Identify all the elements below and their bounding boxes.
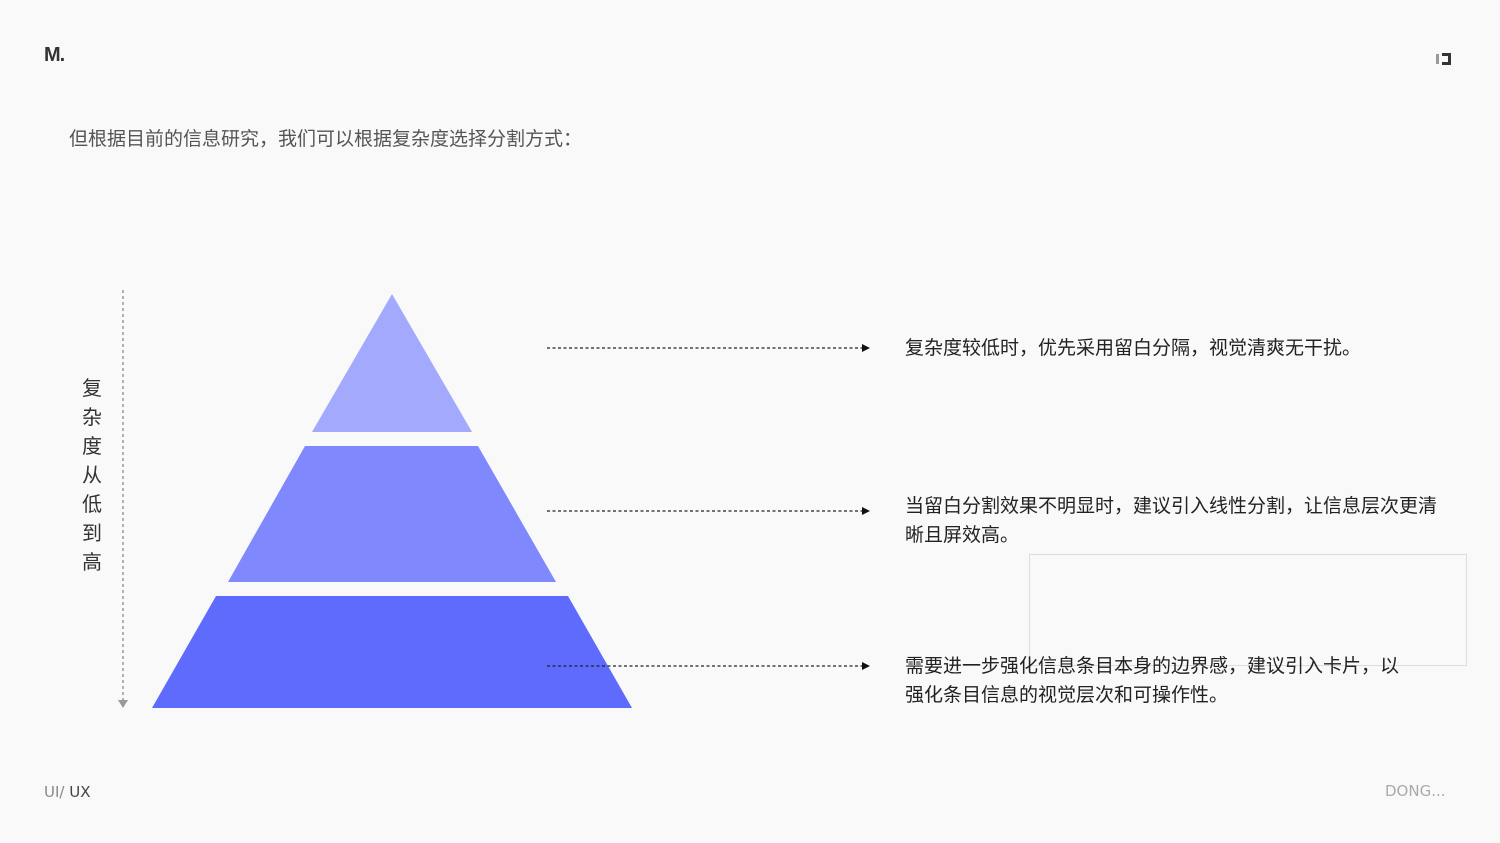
pyramid-tier-high [152,596,632,708]
tier-description-low: 复杂度较低时，优先采用留白分隔，视觉清爽无干扰。 [905,337,1362,359]
tier-description-high: 需要进一步强化信息条目本身的边界感，建议引入卡片，以强化条目信息的视觉层次和可操… [905,655,1400,706]
footer-prefix: UI/ [44,783,65,801]
arrow-icon [862,507,870,515]
arrow-icon [862,344,870,352]
axis-arrow-icon [118,700,128,708]
arrow-icon [862,662,870,670]
footer-main: UX [64,783,91,801]
page-heading: 但根据目前的信息研究，我们可以根据复杂度选择分割方式： [69,128,583,150]
tier-description-medium: 当留白分割效果不明显时，建议引入线性分割，让信息层次更清晰且屏效高。 [905,495,1438,546]
complexity-axis-label: 复杂度从低到高 [82,376,102,574]
logo: M. [44,44,65,66]
card-outline [1029,554,1467,666]
footer-category: UI/ UX [44,783,91,801]
pyramid-tier-medium [228,446,556,582]
pyramid-tier-low [312,294,472,432]
expand-icon[interactable] [1434,51,1454,67]
footer-author: DONG... [1385,782,1446,800]
